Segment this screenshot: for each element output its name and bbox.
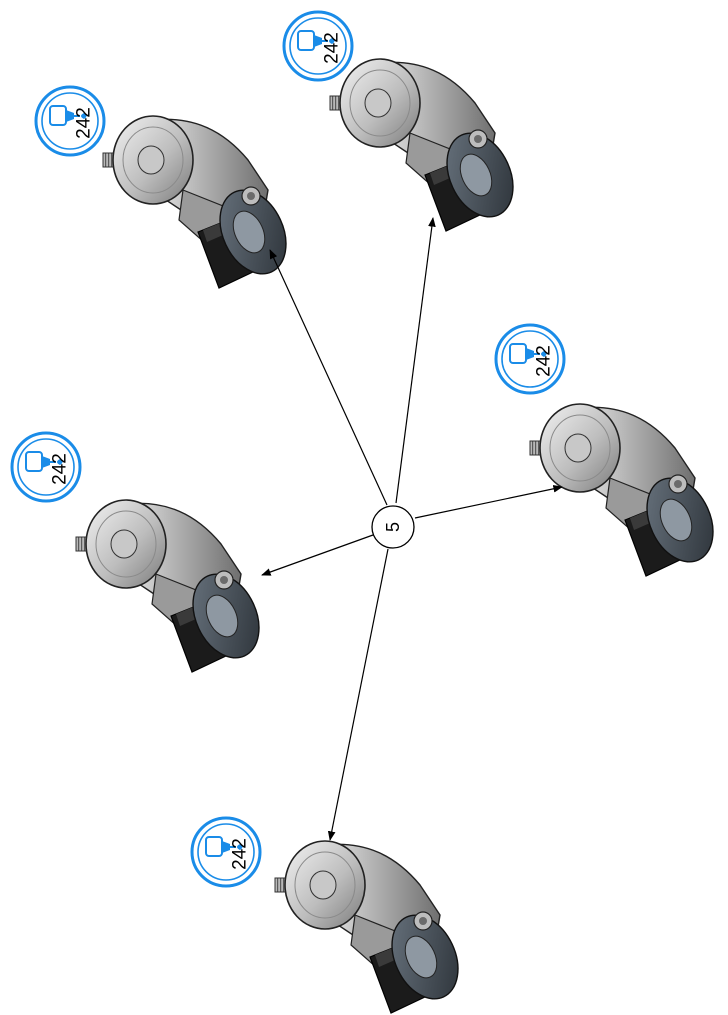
caster-left [75,499,273,673]
leader-lines [261,217,563,841]
leader-line-top-right [395,217,436,504]
threadlocker-bottle-icon [49,105,87,126]
threadlocker-bottle-icon [205,836,243,857]
threadlocker-badge: 242 [494,323,566,395]
callout-balloon: 5 [371,505,415,549]
leader-line-left [261,534,374,576]
leader-line-bottom [327,548,389,841]
threadlocker-label: 242 [322,32,343,64]
threadlocker-badge: 242 [282,10,354,82]
threadlocker-label: 242 [74,107,95,139]
threadlocker-badge: 242 [34,85,106,157]
threadlocker-label: 242 [50,453,71,485]
caster-right [529,403,727,577]
threadlocker-label: 242 [230,838,251,870]
threadlocker-label: 242 [534,345,555,377]
threadlocker-bottle-icon [25,451,63,472]
leader-line-right [414,485,563,519]
caster-top-left [102,115,300,289]
caster-bottom [274,840,472,1014]
caster-top-right [329,58,527,232]
threadlocker-bottle-icon [509,343,547,364]
threadlocker-badge: 242 [190,816,262,888]
threadlocker-bottle-icon [297,30,335,51]
leader-line-top-left [269,249,388,506]
callout-number: 5 [383,522,403,532]
threadlocker-badge: 242 [10,431,82,503]
